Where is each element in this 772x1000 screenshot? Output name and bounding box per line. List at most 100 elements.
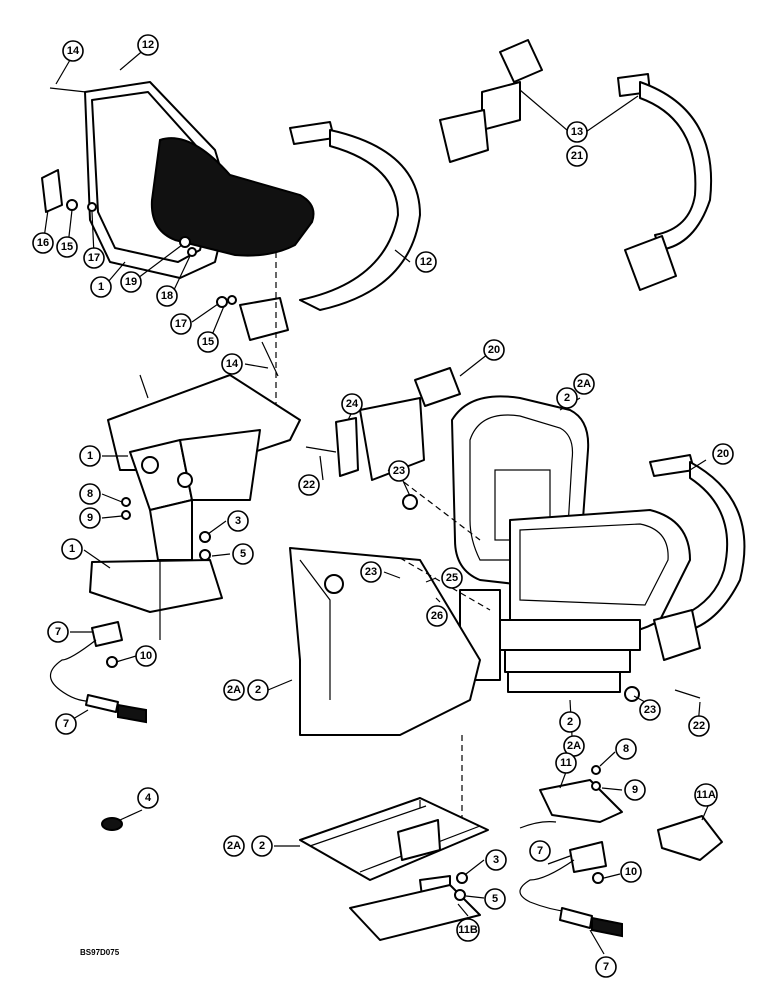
svg-text:25: 25 [446,572,458,584]
callout-9: 9 [624,779,646,801]
svg-text:20: 20 [717,448,729,460]
svg-text:18: 18 [161,290,173,302]
svg-text:23: 23 [365,566,377,578]
svg-text:16: 16 [37,237,49,249]
callout-17: 17 [83,247,105,269]
svg-text:1: 1 [87,450,93,462]
callout-24: 24 [341,393,363,415]
callouts: 14 12 13 21 16 15 17 1 19 18 12 17 15 14… [32,34,734,978]
callout-1: 1 [79,445,101,467]
svg-text:5: 5 [240,548,246,560]
callout-10: 10 [620,861,642,883]
callout-2: 2 [559,711,581,733]
svg-text:7: 7 [537,845,543,857]
svg-text:11: 11 [560,757,572,769]
callout-2A: 2A [573,373,595,395]
callout-20: 20 [712,443,734,465]
svg-text:17: 17 [175,318,187,330]
svg-text:26: 26 [431,610,443,622]
svg-text:17: 17 [88,252,100,264]
callout-5: 5 [484,888,506,910]
svg-text:11B: 11B [458,924,478,936]
svg-text:23: 23 [393,465,405,477]
svg-text:9: 9 [632,784,638,796]
svg-text:13: 13 [571,126,583,138]
callout-1: 1 [90,276,112,298]
svg-text:10: 10 [625,866,637,878]
drawing-code: BS97D075 [80,948,120,957]
callout-11: 11 [555,752,577,774]
callout-5: 5 [232,543,254,565]
callout-15: 15 [197,331,219,353]
callout-13: 13 [566,121,588,143]
callout-15: 15 [56,236,78,258]
svg-text:24: 24 [346,398,359,410]
callout-2: 2 [251,835,273,857]
svg-text:19: 19 [125,276,137,288]
callout-11A: 11A [694,783,718,807]
lower-parts [101,751,723,955]
svg-text:1: 1 [69,543,75,555]
svg-text:14: 14 [67,45,80,57]
callout-20: 20 [483,339,505,361]
callout-4: 4 [137,787,159,809]
callout-21: 21 [566,145,588,167]
svg-text:5: 5 [492,893,498,905]
seat-belt-set-upper-right [439,39,713,291]
svg-text:10: 10 [140,650,152,662]
svg-text:2A: 2A [567,740,581,752]
svg-text:21: 21 [571,150,583,162]
svg-text:23: 23 [644,704,656,716]
callout-2A: 2A [563,735,585,757]
svg-text:2: 2 [255,684,261,696]
callout-19: 19 [120,271,142,293]
callout-22: 22 [298,474,320,496]
svg-text:8: 8 [623,743,629,755]
svg-text:14: 14 [226,358,239,370]
svg-text:2: 2 [564,392,570,404]
svg-text:22: 22 [693,720,705,732]
callout-9: 9 [79,507,101,529]
callout-14: 14 [62,40,84,62]
callout-10: 10 [135,645,157,667]
svg-text:12: 12 [420,256,432,268]
svg-text:15: 15 [61,241,73,253]
svg-text:22: 22 [303,479,315,491]
callout-18: 18 [156,285,178,307]
svg-text:9: 9 [87,512,93,524]
callout-7: 7 [529,840,551,862]
svg-text:11A: 11A [696,789,716,801]
callout-2: 2 [556,387,578,409]
svg-text:7: 7 [63,718,69,730]
svg-text:15: 15 [202,336,214,348]
svg-text:1: 1 [98,281,104,293]
svg-text:8: 8 [87,488,93,500]
callout-26: 26 [426,605,448,627]
callout-14: 14 [221,353,243,375]
callout-12: 12 [137,34,159,56]
callout-16: 16 [32,232,54,254]
svg-text:2A: 2A [227,684,241,696]
callout-7: 7 [55,713,77,735]
callout-3: 3 [227,510,249,532]
left-seat-support [49,374,301,724]
right-seat-assembly [267,353,746,830]
callout-25: 25 [441,567,463,589]
callout-2A: 2A [223,835,245,857]
callout-12: 12 [415,251,437,273]
callout-7: 7 [47,621,69,643]
callout-1: 1 [61,538,83,560]
callout-17: 17 [170,313,192,335]
svg-text:3: 3 [493,854,499,866]
callout-3: 3 [485,849,507,871]
upper-seat-assembly [41,47,421,412]
callout-7: 7 [595,956,617,978]
callout-23: 23 [639,699,661,721]
svg-text:4: 4 [145,792,152,804]
svg-text:3: 3 [235,515,241,527]
svg-text:20: 20 [488,344,500,356]
svg-text:2: 2 [567,716,573,728]
callout-8: 8 [615,738,637,760]
callout-2A: 2A [223,679,245,701]
callout-8: 8 [79,483,101,505]
